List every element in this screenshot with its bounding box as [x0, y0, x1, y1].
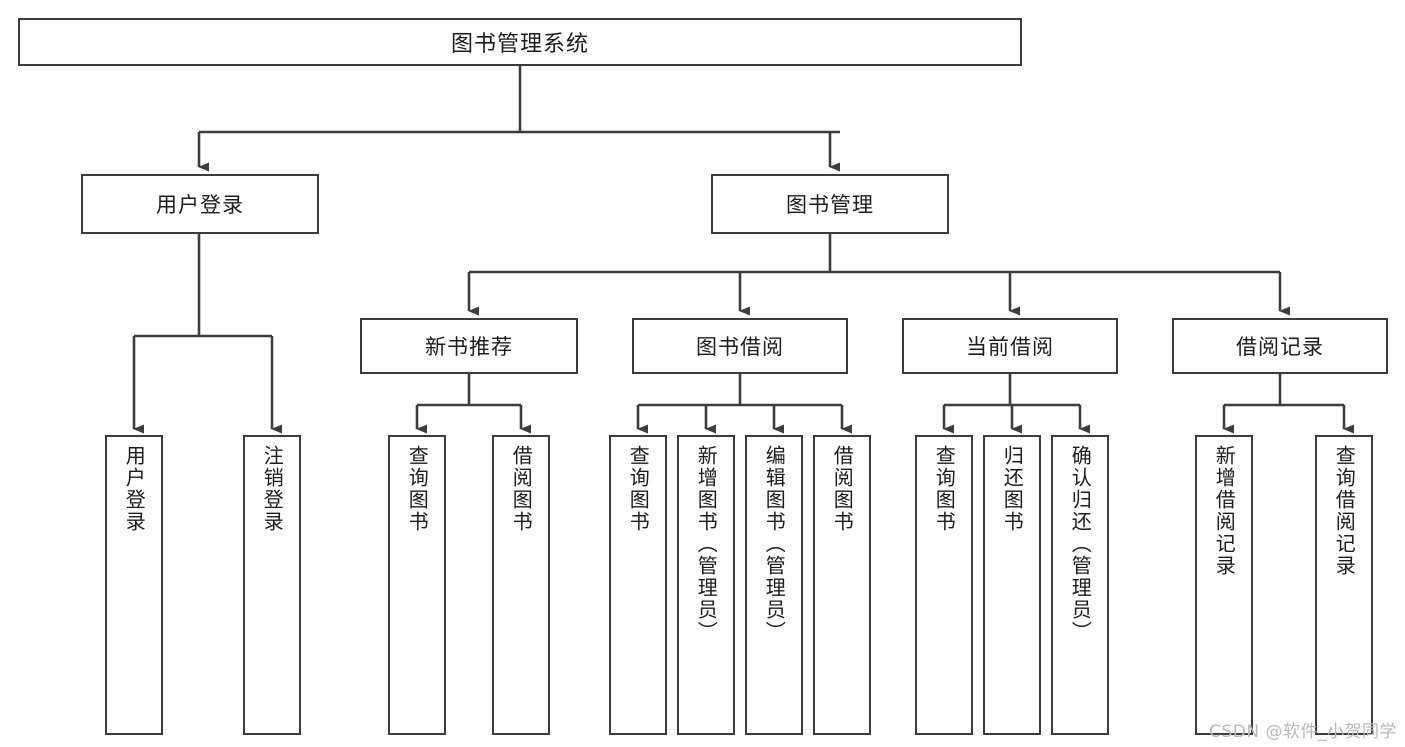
leaf-current-borrow-1[interactable]: 归还图书 — [983, 435, 1041, 735]
leaf-label: 新增图书（管理员） — [694, 445, 719, 643]
node-user-login[interactable]: 用户登录 — [81, 174, 319, 234]
leaf-book-borrow-2[interactable]: 编辑图书（管理员） — [745, 435, 803, 735]
leaf-current-borrow-0[interactable]: 查询图书 — [915, 435, 973, 735]
leaf-borrow-record-0[interactable]: 新增借阅记录 — [1195, 435, 1253, 735]
leaf-book-borrow-0[interactable]: 查询图书 — [609, 435, 667, 735]
leaf-book-borrow-1[interactable]: 新增图书（管理员） — [677, 435, 735, 735]
leaf-user-login-1[interactable]: 注销登录 — [243, 435, 301, 735]
leaf-label: 查询图书 — [932, 445, 957, 533]
node-book-manage-label: 图书管理 — [786, 193, 874, 217]
leaf-borrow-record-1[interactable]: 查询借阅记录 — [1315, 435, 1373, 735]
node-current-borrow[interactable]: 当前借阅 — [902, 318, 1118, 374]
leaf-label: 注销登录 — [260, 445, 285, 533]
node-book-manage[interactable]: 图书管理 — [711, 174, 949, 234]
leaf-new-book-rec-1[interactable]: 借阅图书 — [492, 435, 550, 735]
node-root-label: 图书管理系统 — [450, 32, 589, 57]
leaf-label: 编辑图书（管理员） — [762, 445, 787, 643]
node-book-borrow[interactable]: 图书借阅 — [632, 318, 848, 374]
node-new-book-rec-label: 新书推荐 — [425, 335, 513, 359]
node-root[interactable]: 图书管理系统 — [18, 18, 1022, 66]
leaf-label: 查询借阅记录 — [1332, 445, 1357, 577]
leaf-label: 新增借阅记录 — [1212, 445, 1237, 577]
node-book-borrow-label: 图书借阅 — [696, 335, 784, 359]
leaf-user-login-0[interactable]: 用户登录 — [105, 435, 163, 735]
node-user-login-label: 用户登录 — [156, 193, 244, 217]
node-borrow-record[interactable]: 借阅记录 — [1172, 318, 1388, 374]
leaf-label: 查询图书 — [405, 445, 430, 533]
csdn-watermark: CSDN @软件_小贺同学 — [1209, 722, 1397, 742]
leaf-new-book-rec-0[interactable]: 查询图书 — [388, 435, 446, 735]
leaf-label: 用户登录 — [122, 445, 147, 533]
node-current-borrow-label: 当前借阅 — [966, 335, 1054, 359]
leaf-current-borrow-2[interactable]: 确认归还（管理员） — [1051, 435, 1109, 735]
leaf-label: 借阅图书 — [830, 445, 855, 533]
node-borrow-record-label: 借阅记录 — [1236, 335, 1324, 359]
leaf-label: 归还图书 — [1000, 445, 1025, 533]
leaf-label: 借阅图书 — [509, 445, 534, 533]
node-new-book-rec[interactable]: 新书推荐 — [360, 318, 578, 374]
leaf-book-borrow-3[interactable]: 借阅图书 — [813, 435, 871, 735]
leaf-label: 确认归还（管理员） — [1068, 445, 1093, 643]
leaf-label: 查询图书 — [626, 445, 651, 533]
